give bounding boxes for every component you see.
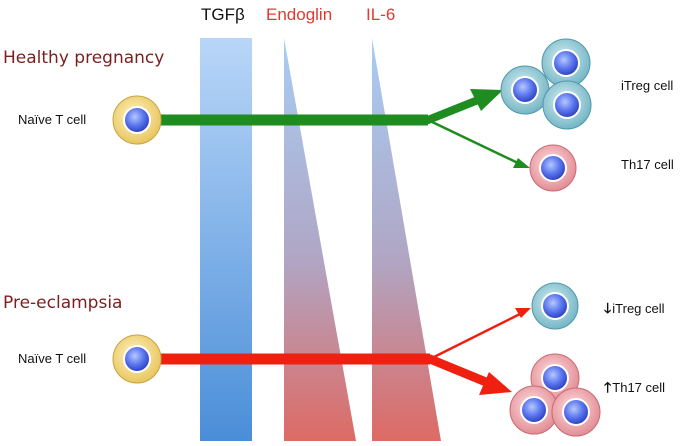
preeclampsia-pathway	[152, 308, 531, 395]
il6-wedge	[372, 38, 441, 441]
healthy-naive-t-cell-label: Naïve T cell	[18, 112, 87, 127]
healthy-itreg-arrowhead	[470, 89, 503, 111]
healthy-naive-t-cell	[112, 95, 162, 145]
healthy-th17-arrowhead	[513, 158, 530, 168]
healthy-th17-arrow-shaft	[427, 118, 519, 165]
healthy-th17-label: Th17 cell	[621, 157, 674, 172]
preeclampsia-itreg-label: 🡓iTreg cell	[604, 300, 665, 316]
preeclampsia-itreg-cell	[531, 282, 579, 330]
preeclampsia-itreg-arrowhead	[515, 308, 531, 318]
healthy-itreg-arrow-shaft	[424, 96, 482, 124]
down-arrow-icon: 🡓	[604, 300, 612, 316]
preeclampsia-title: Pre-eclampsia	[3, 293, 123, 313]
preeclampsia-itreg-arrow-shaft	[429, 312, 521, 361]
preeclampsia-naive-t-cell-label: Naïve T cell	[18, 351, 87, 366]
healthy-itreg-cluster	[500, 38, 592, 130]
healthy-pregnancy-title: Healthy pregnancy	[3, 48, 165, 68]
preeclampsia-naive-t-cell	[112, 334, 162, 384]
endoglin-label: Endoglin	[266, 5, 333, 24]
preeclampsia-th17-cluster	[509, 353, 601, 437]
tgfb-bar	[200, 38, 252, 441]
healthy-itreg-label: iTreg cell	[621, 78, 674, 93]
endoglin-wedge	[284, 38, 356, 441]
tgfb-label: TGFβ	[201, 5, 245, 24]
il6-label: IL-6	[366, 5, 396, 24]
healthy-pathway	[152, 89, 530, 168]
up-arrow-icon: 🡑	[604, 379, 612, 395]
preeclampsia-th17-label: 🡑Th17 cell	[604, 379, 666, 395]
preeclampsia-th17-arrow-shaft	[425, 354, 491, 387]
preeclampsia-th17-arrowhead	[479, 372, 512, 395]
healthy-th17-cell	[529, 144, 577, 192]
